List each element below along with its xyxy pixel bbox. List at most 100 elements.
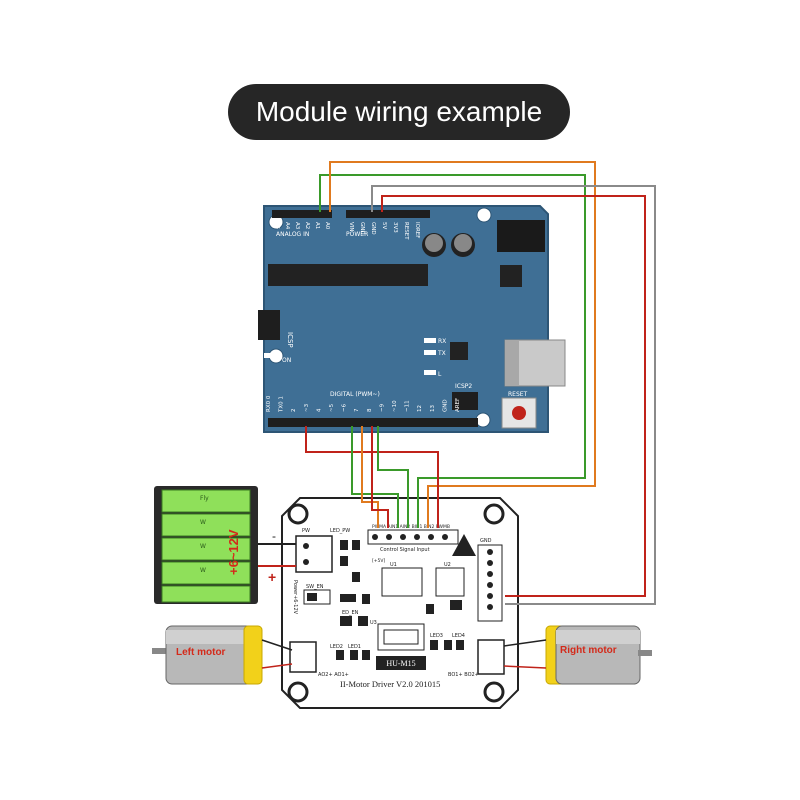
- wire-green-b: [351, 426, 399, 528]
- digital-pin-label-9: ~9: [379, 403, 385, 412]
- battery-voltage-label: +6~12V: [226, 529, 241, 575]
- power-pin-label-1: GND: [359, 222, 365, 235]
- icsp2-header: [452, 392, 478, 410]
- power-input-label: Power+6-12V: [292, 580, 298, 615]
- esd-warning-icon: [452, 534, 476, 556]
- digital-pin-label-12: 12: [417, 405, 423, 412]
- l-label: L: [438, 371, 442, 378]
- right-motor: Right motor: [503, 625, 652, 685]
- led4-label: LED4: [452, 633, 465, 639]
- digital-pin-label-7: 7: [354, 408, 360, 412]
- wire-orange-a: [329, 161, 596, 528]
- bo-output-label: BO1+ BO2+: [448, 672, 479, 678]
- pw-label: PW: [302, 528, 310, 534]
- wire-red-5v: [381, 195, 646, 597]
- digital-pin-label-13: 13: [430, 405, 436, 412]
- led1-label: LED1: [348, 644, 361, 650]
- wire-green-c: [377, 426, 409, 528]
- ic-u1: [381, 567, 423, 597]
- title-banner: Module wiring example: [228, 84, 570, 140]
- analog-in-label: ANALOG IN: [276, 231, 309, 238]
- u2-label: U2: [444, 562, 451, 568]
- left-motor-label: Left motor: [176, 647, 226, 658]
- battery-plus-sign: +: [268, 569, 276, 585]
- right-motor-label: Right motor: [560, 645, 617, 656]
- digital-pin-label-4: 4: [316, 408, 322, 412]
- digital-pin-label-5: ~5: [329, 403, 335, 412]
- analog-pin-label-1: A4: [284, 222, 290, 230]
- digital-pin-label-6: ~6: [342, 403, 348, 412]
- control-signal-label: Control Signal Input: [380, 547, 430, 553]
- header-pin-labels: PWMA AIN1 AIN2 BIN1 BIN2 PWMB: [372, 524, 450, 530]
- wire-orange-b: [361, 426, 379, 528]
- cell-mark-3: W: [200, 567, 206, 574]
- digital-pin-label-1: TX0 1: [279, 396, 285, 413]
- model-text: HU-M15: [386, 659, 415, 668]
- icsp2-label: ICSP2: [455, 383, 472, 390]
- analog-pin-label-3: A2: [304, 222, 310, 229]
- power-pin-label-3: 5V: [381, 222, 387, 229]
- title-text: Module wiring example: [255, 96, 543, 127]
- digital-pin-label-11: ~11: [405, 400, 411, 412]
- icsp-header: [258, 310, 280, 340]
- power-pin-label-6: IOREF: [414, 222, 420, 238]
- wires: [305, 161, 656, 605]
- arduino-board: ANALOG IN POWER ICSP ON RX TX L ICSP2 RE…: [258, 205, 566, 433]
- power-header: [346, 210, 430, 218]
- cell-mark-1: W: [200, 519, 206, 526]
- gnd-label: GND: [480, 538, 492, 544]
- analog-pin-label-0: A5: [274, 222, 280, 230]
- wire-green-a: [319, 174, 586, 528]
- digital-header: [268, 418, 478, 427]
- ed-en-label: ED_EN: [342, 610, 359, 616]
- digital-pin-label-15: AREF: [455, 398, 461, 412]
- sw-en-label: SW_EN: [306, 584, 324, 590]
- wire-gray-gnd: [371, 185, 656, 605]
- digital-pin-label-14: GND: [442, 399, 448, 412]
- power-pin-label-0: VIN: [348, 222, 354, 232]
- power-pin-label-5: RESET: [403, 222, 409, 240]
- microcontroller-chip: [268, 264, 428, 286]
- power-pin-label-2: GND: [370, 222, 376, 235]
- power-label: POWER: [346, 231, 368, 238]
- battery-pack: Fly W W W +6~12V - +: [154, 486, 296, 604]
- tx-label: TX: [437, 350, 446, 357]
- ic-u2: [435, 567, 465, 597]
- motor-driver-board: PWMA AIN1 AIN2 BIN1 BIN2 PWMB Control Si…: [281, 497, 519, 709]
- driver-name: II-Motor Driver V2.0 201015: [340, 679, 440, 689]
- u1-label: U1: [390, 562, 397, 568]
- dc-power-jack: [497, 220, 545, 252]
- u3-label: U3: [370, 620, 377, 626]
- battery-minus-sign: -: [272, 529, 276, 543]
- ao-output-label: AO2+ AO1+: [318, 672, 349, 678]
- led-pw-label: LED_PW: [330, 528, 350, 534]
- battery-brand-label: Fly: [200, 495, 209, 502]
- power-terminal: [295, 535, 333, 573]
- digital-pin-label-8: 8: [367, 408, 373, 412]
- left-motor-terminal: [289, 641, 317, 673]
- plus5v-label: [+5V]: [372, 558, 385, 564]
- digital-pin-label-0: RX0 0: [266, 395, 272, 412]
- voltage-regulator: [500, 265, 522, 287]
- digital-pin-label-10: ~10: [392, 400, 398, 412]
- analog-pin-label-2: A3: [294, 222, 300, 230]
- digital-pin-label-2: 2: [291, 409, 297, 413]
- on-label: ON: [282, 357, 291, 364]
- usb-chip: [450, 342, 468, 360]
- left-motor: Left motor: [152, 625, 293, 685]
- analog-pin-label-4: A1: [314, 222, 320, 229]
- power-pin-label-4: 3V3: [392, 222, 398, 233]
- analog-pin-label-5: A0: [324, 222, 330, 230]
- digital-label: DIGITAL (PWM~): [330, 391, 380, 398]
- digital-pin-label-3: ~3: [304, 403, 310, 412]
- led3-label: LED3: [430, 633, 443, 639]
- wire-red-b: [371, 426, 389, 528]
- reset-label: RESET: [508, 391, 528, 398]
- analog-header: [272, 210, 332, 218]
- rx-label: RX: [438, 338, 446, 345]
- right-motor-terminal: [477, 639, 505, 675]
- cell-mark-2: W: [200, 543, 206, 550]
- led2-label: LED2: [330, 644, 343, 650]
- icsp-label: ICSP: [286, 332, 294, 348]
